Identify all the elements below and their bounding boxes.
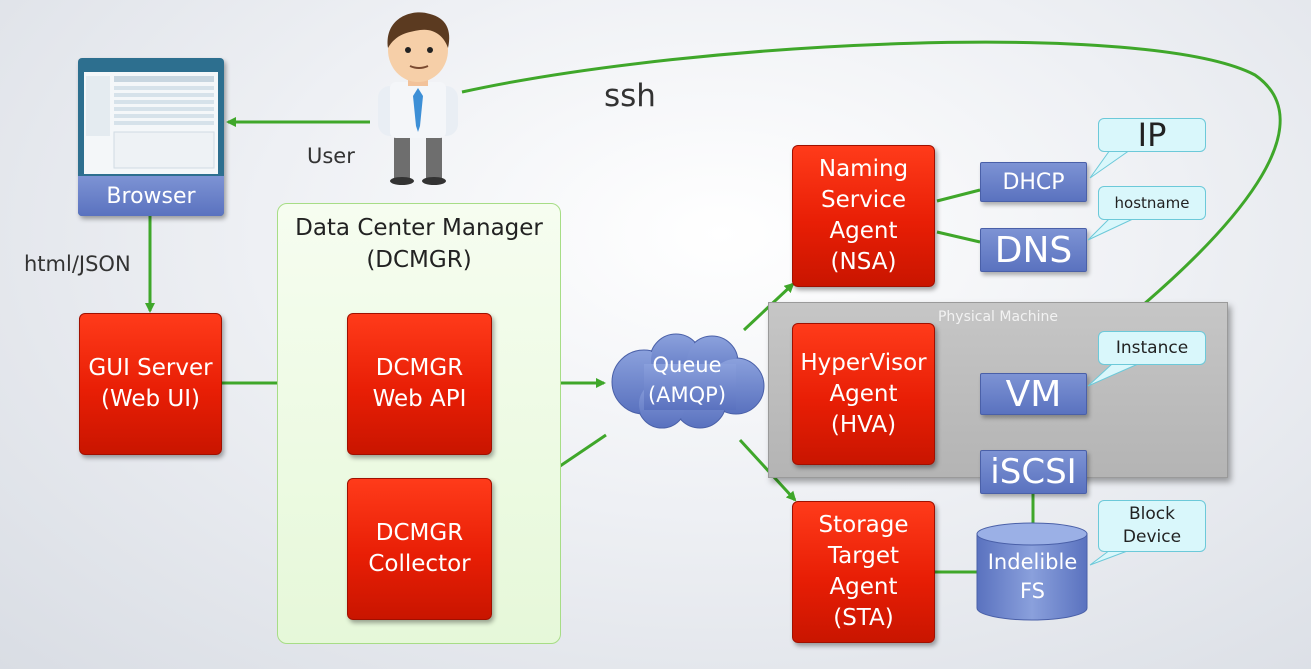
dhcp-node: DHCP (980, 162, 1087, 202)
block-device-callout: Block Device (1098, 500, 1206, 552)
dcmgr-panel-title: Data Center Manager (DCMGR) (295, 215, 543, 273)
iscsi-node: iSCSI (980, 450, 1087, 494)
dcmgr-collector-node: DCMGR Collector (347, 478, 492, 620)
ip-callout: IP (1098, 116, 1206, 154)
edge-nsa-dns (936, 230, 981, 244)
nsa-node: Naming Service Agent (NSA) (792, 145, 935, 287)
queue-label: Queue (AMQP) (647, 353, 727, 407)
dcmgr-web-api-node: DCMGR Web API (347, 313, 492, 455)
sta-node: Storage Target Agent (STA) (792, 501, 935, 643)
dns-node: DNS (980, 228, 1087, 272)
indelible-fs-node: Indelible FS (975, 522, 1090, 622)
browser-screenshot-thumbnail (84, 64, 218, 174)
gui-server-node: GUI Server (Web UI) (79, 313, 222, 455)
browser-label: Browser (78, 176, 224, 216)
user-label: User (307, 144, 355, 168)
instance-callout: Instance (1098, 331, 1206, 365)
cloud-icon (611, 333, 765, 429)
physical-machine-title: Physical Machine (937, 309, 1058, 325)
queue-node: Queue (AMQP) (604, 330, 770, 430)
indelible-fs-label: Indelible FS (987, 550, 1078, 603)
edge-nsa-dhcp (936, 188, 981, 203)
hostname-callout: hostname (1098, 186, 1206, 220)
html-json-label: html/JSON (24, 252, 131, 276)
ssh-label: ssh (604, 78, 656, 114)
vm-node: VM (980, 373, 1087, 415)
user-icon (378, 12, 458, 185)
database-cylinder-icon (976, 522, 1088, 621)
edge-ssh (461, 40, 1282, 372)
edge-queue-to-sta (738, 438, 797, 502)
browser-window: Browser (78, 58, 224, 216)
hva-node: HyperVisor Agent (HVA) (792, 323, 935, 465)
